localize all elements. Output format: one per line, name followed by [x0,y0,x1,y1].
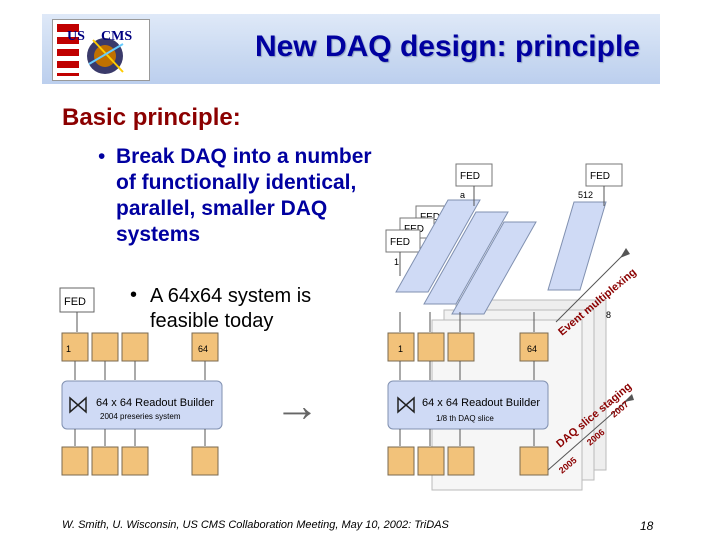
right-readout-builder [387,380,549,430]
right-input-last-label: 64 [527,344,537,354]
label-a: a [460,190,465,200]
event-mux-arrow [555,251,627,323]
right-system: FED FED FED FED FED a 512 1 8 1 64 [385,163,639,491]
right-builder-subtitle: 1/8 th DAQ slice [436,414,494,423]
mux-slab-3 [451,221,537,315]
left-fed-box [59,287,95,313]
right-input-2 [417,332,445,362]
mux-slab-1 [395,199,481,293]
right-input-64 [519,332,549,362]
us-cms-logo: US CMS [52,19,150,81]
right-output-1 [387,446,415,476]
bullet-text-1: Break DAQ into a number of functionally … [116,145,372,246]
mux-slab-2 [423,211,509,305]
right-input-3 [447,332,475,362]
transition-arrow: → [274,379,320,431]
right-builder-title: 64 x 64 Readout Builder [422,397,540,409]
left-readout-builder [61,380,223,430]
bullet-marker-1: • [98,145,106,168]
footer-text: W. Smith, U. Wisconsin, US CMS Collabora… [62,519,449,531]
bullet-marker-2: • [130,284,138,306]
label-1-top: 1 [394,257,399,267]
left-builder-title: 64 x 64 Readout Builder [96,397,214,409]
left-system: FED 1 64 64 x 64 Readout Builder 2004 pr… [59,287,223,476]
left-input-first-label: 1 [66,344,71,354]
left-output-2 [91,446,119,476]
left-output-1 [61,446,89,476]
right-output-2 [417,446,445,476]
right-output-3 [447,446,475,476]
right-fed-512-label: FED [590,171,610,182]
slice-staging-arrow [547,397,631,471]
right-fed-a-label: FED [460,171,480,182]
slide-title: New DAQ design: principle [254,30,640,63]
bullet-text-2: A 64x64 system is feasible today [150,285,312,332]
left-output-64 [191,446,219,476]
left-input-2 [91,332,119,362]
label-8: 8 [606,310,611,320]
left-builder-subtitle: 2004 preseries system [100,412,181,421]
page-number: 18 [640,519,654,533]
left-fed-label: FED [64,296,86,308]
left-switch-icon [69,396,87,414]
right-input-1 [387,332,415,362]
right-switch-icon [397,396,415,414]
right-fed-stack-3-label: FED [390,237,410,248]
right-input-first-label: 1 [398,344,403,354]
logo-cms-text: CMS [101,29,132,44]
right-fed-stack-3 [385,229,421,253]
logo-us-text: US [67,29,85,44]
left-output-3 [121,446,149,476]
left-input-last-label: 64 [198,344,208,354]
mux-slab-4 [547,201,607,291]
right-output-64 [519,446,549,476]
section-heading: Basic principle: [62,104,241,131]
left-input-3 [121,332,149,362]
label-512: 512 [578,190,593,200]
